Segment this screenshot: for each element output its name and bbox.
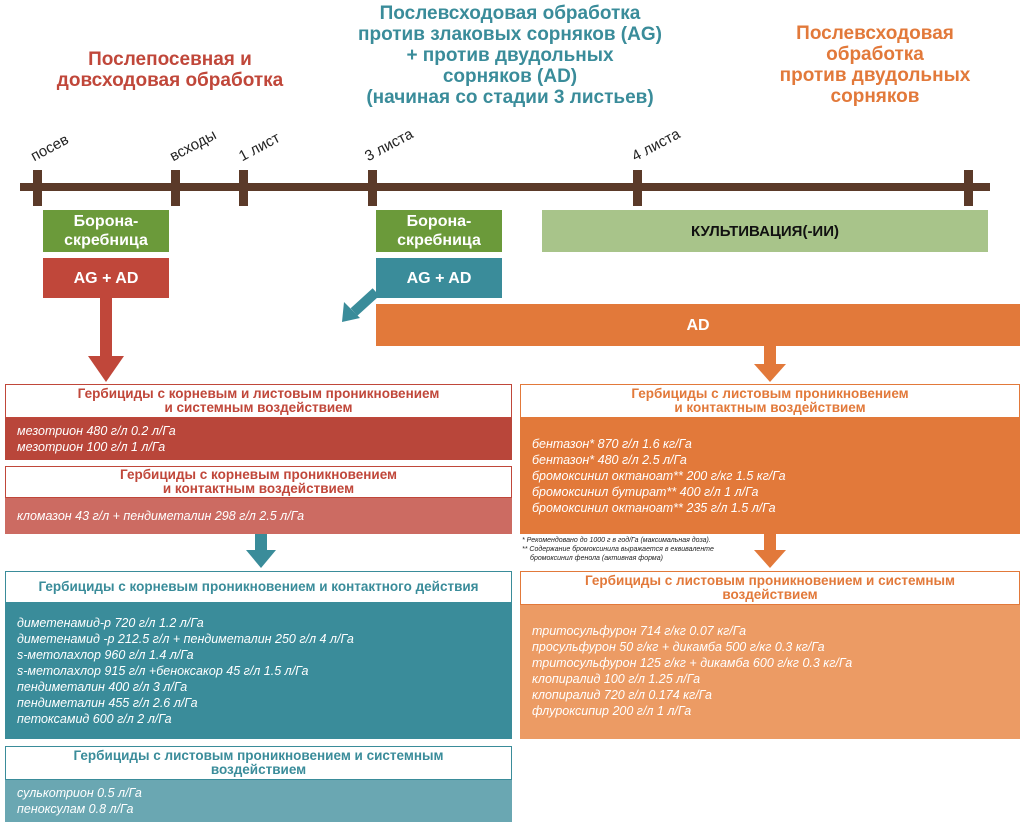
group-title-leaf-contact: Гербициды с листовым проникновением и ко… bbox=[520, 384, 1020, 418]
list-item: петоксамид 600 г/л 2 л/Га bbox=[17, 712, 172, 726]
list-item: бромоксинил бутират** 400 г/л 1 л/Га bbox=[532, 485, 759, 499]
herbicide-list-leaf-systemic-right: тритосульфурон 714 г/кг 0.07 кг/Га просу… bbox=[520, 605, 1020, 739]
herbicide-list-root-contact: кломазон 43 г/л + пендиметалин 298 г/л 2… bbox=[5, 498, 512, 534]
list-item: мезотрион 480 г/л 0.2 л/Га bbox=[17, 424, 176, 438]
list-item: s-метолахлор 915 г/л +беноксакор 45 г/л … bbox=[17, 664, 309, 678]
timeline-tick bbox=[964, 170, 973, 206]
stage-label-sowing: посев bbox=[28, 131, 72, 165]
cultivation-box: КУЛЬТИВАЦИЯ(-ИИ) bbox=[542, 210, 988, 252]
herbicide-list-root-leaf-systemic: мезотрион 480 г/л 0.2 л/Га мезотрион 100… bbox=[5, 418, 512, 460]
timeline-tick bbox=[368, 170, 377, 206]
list-item: мезотрион 100 г/л 1 л/Га bbox=[17, 440, 166, 454]
timeline-tick bbox=[171, 170, 180, 206]
list-item: бентазон* 480 г/л 2.5 л/Га bbox=[532, 453, 687, 467]
list-item: пендиметалин 455 г/л 2.6 л/Га bbox=[17, 696, 198, 710]
group-title-leaf-systemic-right: Гербициды с листовым проникновением и си… bbox=[520, 571, 1020, 605]
list-item: диметенамид -р 212.5 г/л + пендиметалин … bbox=[17, 632, 354, 646]
list-item: кломазон 43 г/л + пендиметалин 298 г/л 2… bbox=[17, 509, 305, 523]
harrow-box-1: Борона- скребница bbox=[43, 210, 169, 252]
group-title-root-contact-action: Гербициды с корневым проникновением и ко… bbox=[5, 571, 512, 603]
group-title-root-contact: Гербициды с корневым проникновением и ко… bbox=[5, 466, 512, 498]
herbicide-list-leaf-systemic-left: сулькотрион 0.5 л/Га пеноксулам 0.8 л/Га bbox=[5, 780, 512, 822]
arrow-down-teal bbox=[246, 534, 276, 568]
footnote: * Рекомендовано до 1000 г в год/Га (макс… bbox=[522, 537, 711, 544]
arrow-down-orange-2 bbox=[754, 534, 786, 568]
ag-ad-box-2: AG + AD bbox=[376, 258, 502, 298]
group-title-root-leaf-systemic: Гербициды с корневым и листовым проникно… bbox=[5, 384, 512, 418]
list-item: бромоксинил октаноат** 200 г/кг 1.5 кг/Г… bbox=[532, 469, 786, 483]
list-item: клопиралид 100 г/л 1.25 л/Га bbox=[532, 672, 701, 686]
list-item: тритосульфурон 125 г/кг + дикамба 600 г/… bbox=[532, 656, 853, 670]
herbicide-list-root-contact-action: диметенамид-р 720 г/л 1.2 л/Га диметенам… bbox=[5, 603, 512, 739]
list-item: просульфурон 50 г/кг + дикамба 500 г/кг … bbox=[532, 640, 825, 654]
timeline-tick bbox=[33, 170, 42, 206]
footnote: ** Содержание бромоксинила выражается в … bbox=[522, 546, 714, 553]
footnote: бромоксинил фенола (активная форма) bbox=[530, 555, 663, 562]
header-center: Послевсходовая обработка против злаковых… bbox=[358, 3, 662, 108]
ad-box: AD bbox=[376, 304, 1020, 346]
ag-ad-box-1: AG + AD bbox=[43, 258, 169, 298]
list-item: пеноксулам 0.8 л/Га bbox=[17, 802, 134, 816]
header-left: Послепосевная и довсходовая обработка bbox=[56, 49, 284, 91]
arrow-down-orange-1 bbox=[754, 346, 786, 382]
list-item: диметенамид-р 720 г/л 1.2 л/Га bbox=[17, 616, 204, 630]
herbicide-list-leaf-contact: бентазон* 870 г/л 1.6 кг/Га бентазон* 48… bbox=[520, 418, 1020, 534]
list-item: сулькотрион 0.5 л/Га bbox=[17, 786, 142, 800]
arrow-diagonal-teal bbox=[342, 288, 380, 322]
list-item: бромоксинил октаноат** 235 г/л 1.5 л/Га bbox=[532, 501, 776, 515]
list-item: пендиметалин 400 г/л 3 л/Га bbox=[17, 680, 188, 694]
stage-label-emergence: всходы bbox=[167, 126, 220, 165]
harrow-box-2: Борона- скребница bbox=[376, 210, 502, 252]
arrow-down-red bbox=[88, 298, 124, 382]
header-right: Послевсходовая обработка против двудольн… bbox=[779, 23, 971, 107]
timeline bbox=[20, 183, 990, 191]
timeline-tick bbox=[633, 170, 642, 206]
list-item: s-метолахлор 960 г/л 1.4 л/Га bbox=[17, 648, 194, 662]
stage-label-3-leaves: 3 листа bbox=[362, 125, 417, 165]
list-item: бентазон* 870 г/л 1.6 кг/Га bbox=[532, 437, 692, 451]
list-item: флуроксипир 200 г/л 1 л/Га bbox=[532, 704, 692, 718]
list-item: клопиралид 720 г/л 0.174 кг/Га bbox=[532, 688, 712, 702]
list-item: тритосульфурон 714 г/кг 0.07 кг/Га bbox=[532, 624, 747, 638]
group-title-leaf-systemic-left: Гербициды с листовым проникновением и си… bbox=[5, 746, 512, 780]
stage-label-1-leaf: 1 лист bbox=[236, 129, 283, 165]
stage-label-4-leaves: 4 листа bbox=[629, 125, 684, 165]
footnotes: * Рекомендовано до 1000 г в год/Га (макс… bbox=[522, 536, 752, 563]
timeline-tick bbox=[239, 170, 248, 206]
